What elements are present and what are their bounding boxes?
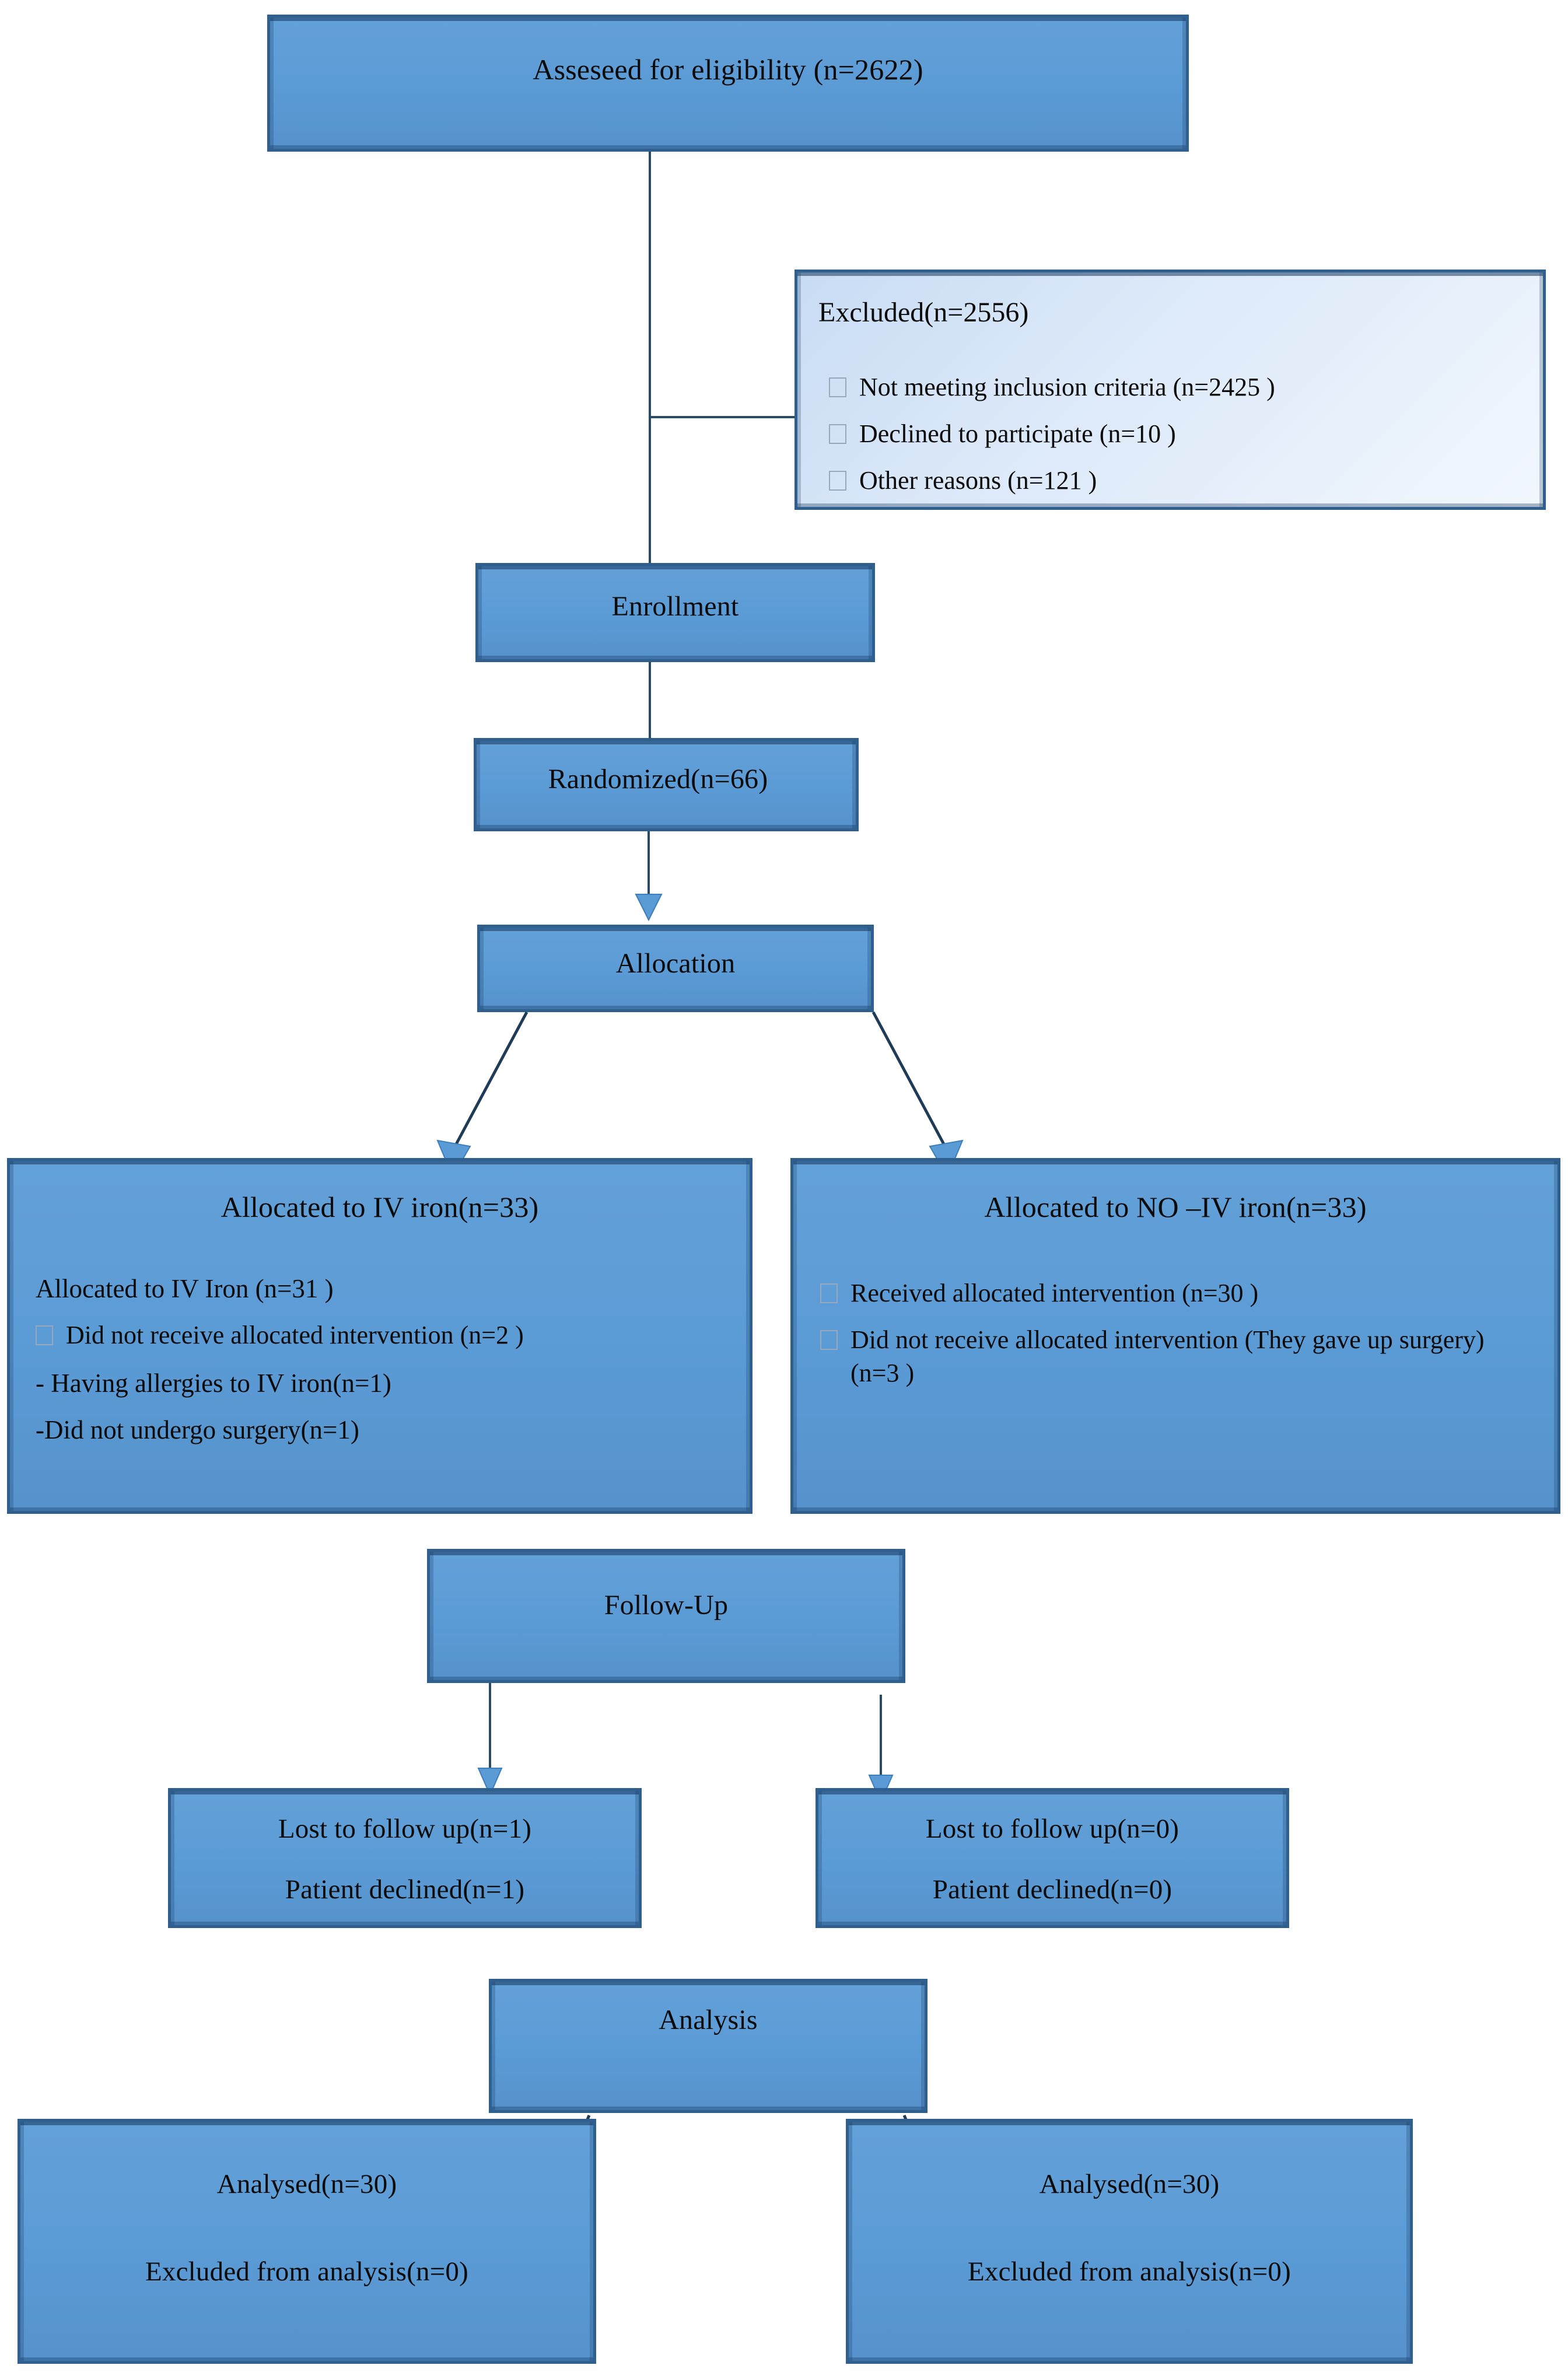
allocated-no-iv-iron-bullet-1-label: Received allocated intervention (n=30 ) xyxy=(850,1279,1259,1307)
allocated-iv-iron-dash-2: -Did not undergo surgery(n=1) xyxy=(36,1415,359,1444)
allocated-iv-iron-line-1: Allocated to IV Iron (n=31 ) xyxy=(36,1274,334,1303)
node-allocated-iv-iron: Allocated to IV iron(n=33) Allocated to … xyxy=(7,1158,752,1514)
excluded-item-2-label: Declined to participate (n=10 ) xyxy=(859,419,1176,448)
connector-trunk-to-excluded xyxy=(649,416,796,418)
bullet-square-icon xyxy=(829,377,846,397)
allocated-iv-iron-bullet-1: Did not receive allocated intervention (… xyxy=(36,1318,736,1352)
lost-to-followup-right-line-1: Lost to follow up(n=0) xyxy=(925,1814,1180,1844)
node-analysed-left: Analysed(n=30) Excluded from analysis(n=… xyxy=(18,2119,596,2364)
connector-enrollment-to-randomized xyxy=(649,662,651,741)
node-follow-up: Follow-Up xyxy=(427,1549,905,1683)
allocation-label: Allocation xyxy=(615,948,736,979)
excluded-item-1-label: Not meeting inclusion criteria (n=2425 ) xyxy=(859,373,1275,401)
analysis-label: Analysis xyxy=(659,2004,758,2035)
connector-eligibility-to-enrollment xyxy=(649,152,651,572)
lost-to-followup-left-line-1: Lost to follow up(n=1) xyxy=(278,1814,532,1844)
assessed-for-eligibility-label: Asseseed for eligibility (n=2622) xyxy=(533,53,923,86)
bullet-square-icon xyxy=(820,1283,838,1303)
allocated-no-iv-iron-bullet-1: Received allocated intervention (n=30 ) xyxy=(820,1276,1534,1310)
connector-followup-left-arrow xyxy=(477,1683,503,1797)
bullet-square-icon xyxy=(36,1325,53,1345)
allocated-iv-iron-dash-1: - Having allergies to IV iron(n=1) xyxy=(36,1369,391,1398)
analysed-left-line-1: Analysed(n=30) xyxy=(216,2169,397,2199)
allocated-no-iv-iron-title: Allocated to NO –IV iron(n=33) xyxy=(984,1191,1367,1223)
follow-up-label: Follow-Up xyxy=(604,1590,729,1621)
node-allocated-no-iv-iron: Allocated to NO –IV iron(n=33) Received … xyxy=(790,1158,1560,1514)
bullet-square-icon xyxy=(829,424,846,444)
lost-to-followup-left-line-2: Patient declined(n=1) xyxy=(285,1874,525,1905)
node-assessed-for-eligibility: Asseseed for eligibility (n=2622) xyxy=(267,15,1189,152)
bullet-square-icon xyxy=(820,1330,838,1350)
excluded-item-2: Declined to participate (n=10 ) xyxy=(829,417,1525,450)
node-analysed-right: Analysed(n=30) Excluded from analysis(n=… xyxy=(846,2119,1413,2364)
enrollment-label: Enrollment xyxy=(611,591,739,622)
node-allocation: Allocation xyxy=(477,925,874,1012)
node-analysis: Analysis xyxy=(489,1979,928,2113)
analysed-left-line-2: Excluded from analysis(n=0) xyxy=(145,2256,468,2287)
node-enrollment: Enrollment xyxy=(475,563,875,662)
node-lost-to-followup-right: Lost to follow up(n=0) Patient declined(… xyxy=(816,1788,1289,1928)
node-randomized: Randomized(n=66) xyxy=(474,738,859,831)
analysed-right-line-2: Excluded from analysis(n=0) xyxy=(968,2256,1291,2287)
node-excluded: Excluded(n=2556) Not meeting inclusion c… xyxy=(794,270,1546,510)
randomized-label: Randomized(n=66) xyxy=(548,764,768,795)
excluded-item-3-label: Other reasons (n=121 ) xyxy=(859,466,1097,495)
allocated-iv-iron-title: Allocated to IV iron(n=33) xyxy=(220,1191,539,1223)
excluded-item-1: Not meeting inclusion criteria (n=2425 ) xyxy=(829,370,1525,404)
node-lost-to-followup-left: Lost to follow up(n=1) Patient declined(… xyxy=(168,1788,642,1928)
analysed-right-line-1: Analysed(n=30) xyxy=(1039,2169,1220,2199)
allocated-no-iv-iron-bullet-2-label: Did not receive allocated intervention (… xyxy=(850,1325,1485,1388)
lost-to-followup-right-line-2: Patient declined(n=0) xyxy=(932,1874,1172,1905)
connector-allocation-branches xyxy=(436,1011,964,1178)
connector-randomized-to-allocation xyxy=(635,831,663,922)
allocated-no-iv-iron-bullet-2: Did not receive allocated intervention (… xyxy=(820,1323,1534,1390)
excluded-title: Excluded(n=2556) xyxy=(818,297,1029,328)
allocated-iv-iron-bullet-1-label: Did not receive allocated intervention (… xyxy=(66,1321,524,1349)
excluded-item-3: Other reasons (n=121 ) xyxy=(829,464,1525,497)
bullet-square-icon xyxy=(829,471,846,491)
